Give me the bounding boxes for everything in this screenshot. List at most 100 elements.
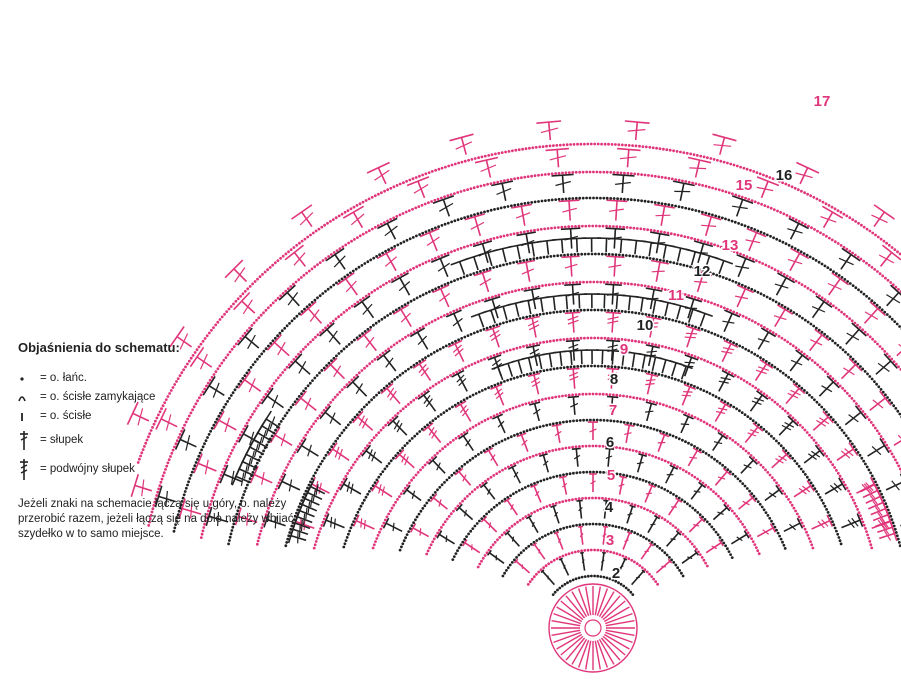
chain-dot (350, 523, 354, 527)
chain-dot (326, 451, 330, 454)
chain-dot (546, 255, 549, 259)
chain-dot (718, 365, 722, 369)
chain-dot (544, 283, 548, 287)
stitch (507, 363, 514, 377)
chain-dot (762, 358, 765, 361)
chain-dot (687, 323, 691, 327)
chain-dot (783, 492, 787, 496)
chain-dot (883, 310, 887, 314)
stitch-top (409, 523, 417, 533)
chain-dot (663, 231, 666, 234)
chain-dot (569, 365, 573, 369)
chain-dot (862, 259, 866, 263)
chain-dot (489, 237, 493, 241)
chain-dot (816, 229, 819, 233)
chain-dot (402, 181, 405, 185)
stitch-top (387, 415, 399, 427)
chain-dot (148, 517, 152, 521)
chain-dot (644, 452, 648, 456)
chain-dot (710, 525, 714, 529)
chain-dot (398, 213, 402, 217)
chain-dot (415, 265, 419, 269)
chain-dot (673, 377, 677, 381)
chain-dot (780, 303, 784, 307)
chain-dot (740, 411, 744, 414)
chain-dot (242, 427, 246, 431)
chain-dot (482, 239, 486, 243)
chain-dot (862, 225, 866, 229)
chain-dot (718, 461, 722, 465)
chain-dot (843, 278, 847, 281)
chain-dot (243, 490, 247, 493)
chain-dot (483, 154, 487, 158)
chain-dot (818, 496, 822, 499)
chain-dot (877, 385, 881, 389)
chain-dot (503, 205, 506, 209)
chain-dot (332, 495, 336, 499)
chain-dot (574, 445, 578, 449)
chain-dot (285, 411, 289, 415)
stitch-bar (722, 347, 735, 351)
stitch-top (697, 309, 713, 317)
chain-dot (437, 285, 441, 289)
chain-dot (588, 444, 591, 448)
stitch-bar (355, 383, 364, 395)
chain-dot (643, 173, 647, 177)
chain-dot (503, 531, 506, 535)
chain-dot (461, 499, 464, 503)
double-crochet-icon (18, 429, 40, 451)
chain-dot (274, 428, 277, 432)
chain-dot (821, 367, 825, 371)
stitch-bar (304, 397, 312, 411)
chain-dot (471, 393, 475, 397)
chain-dot (584, 392, 588, 396)
chain-dot (415, 328, 419, 332)
chain-dot (862, 292, 866, 296)
chain-dot (744, 347, 748, 351)
chain-dot (705, 564, 709, 568)
chain-dot (894, 407, 898, 410)
legend-row-chain: = o. łańc. (18, 369, 318, 387)
chain-dot (859, 365, 862, 368)
chain-dot (818, 199, 822, 202)
chain-dot (476, 241, 479, 245)
chain-dot (383, 316, 387, 319)
chain-dot (761, 466, 765, 469)
chain-dot (610, 337, 614, 340)
chain-dot (387, 248, 390, 252)
chain-dot (779, 271, 783, 275)
chain-dot (824, 202, 828, 206)
chain-dot (789, 342, 792, 346)
chain-dot (229, 532, 233, 536)
chain-dot (423, 425, 427, 429)
stitch-bar (486, 488, 491, 495)
stitch-bar (490, 454, 496, 462)
stitch-top (743, 530, 750, 539)
chain-dot (136, 461, 140, 464)
stitch-top (523, 287, 541, 292)
chain-dot (691, 208, 694, 212)
chain-dot (226, 458, 230, 461)
chain-dot (655, 513, 658, 516)
chain-dot (479, 240, 483, 244)
chain-dot (489, 182, 493, 186)
chain-dot (427, 354, 430, 358)
chain-dot (825, 335, 829, 338)
chain-dot (306, 430, 310, 434)
chain-dot (537, 200, 540, 203)
chain-dot (636, 504, 640, 508)
chain-dot (547, 396, 551, 400)
chain-dot (503, 380, 506, 383)
chain-dot (725, 277, 728, 280)
stitch (487, 252, 493, 267)
chain-dot (696, 477, 699, 481)
chain-dot (429, 352, 433, 356)
chain-dot (705, 422, 709, 426)
chain-dot (757, 201, 760, 205)
chain-dot (822, 501, 825, 505)
chain-dot (683, 381, 687, 385)
stitch-bar (736, 536, 743, 542)
chain-dot (483, 210, 486, 214)
chain-dot (617, 143, 621, 147)
chain-dot (751, 540, 755, 543)
